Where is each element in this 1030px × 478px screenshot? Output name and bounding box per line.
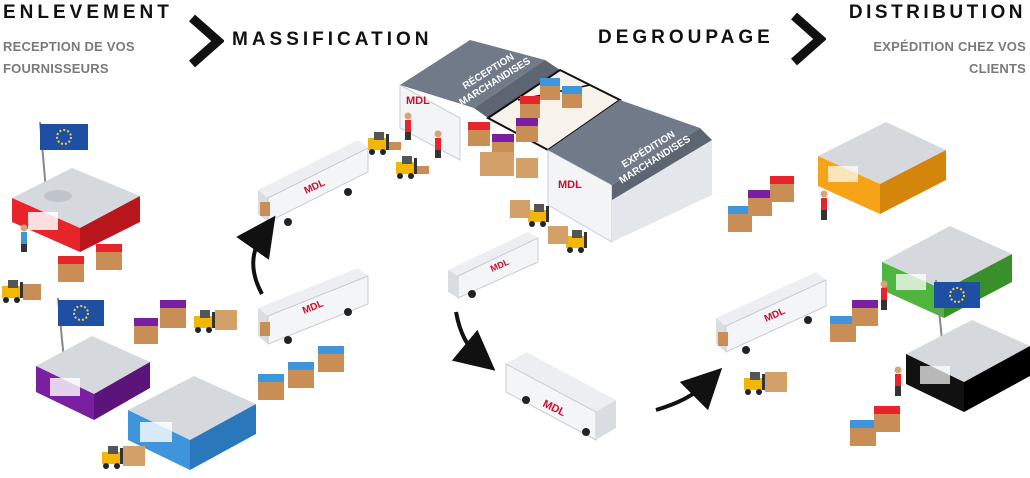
supplier-warehouse-purple bbox=[36, 297, 150, 420]
forklift-icon bbox=[744, 372, 787, 395]
truck: MDL bbox=[258, 140, 369, 226]
hub-worker bbox=[434, 130, 442, 158]
hub-left-wall-front bbox=[399, 84, 461, 161]
flow-arrow-icon bbox=[236, 215, 276, 295]
hub-logo: MDL bbox=[406, 95, 430, 107]
pallet bbox=[874, 406, 900, 432]
hub-warehouse: RÉCEPTIONMARCHANDISES MDL EXPÉDITIONMARC… bbox=[399, 40, 712, 243]
worker bbox=[894, 366, 902, 396]
worker bbox=[20, 224, 28, 252]
truck: MDL bbox=[258, 268, 369, 345]
flow-arrow-icon bbox=[655, 367, 723, 412]
stage-title-degroupage: DEGROUPAGE bbox=[598, 27, 774, 48]
pallet bbox=[318, 346, 344, 372]
hub-logo: MDL bbox=[558, 179, 582, 191]
hub-right-roof bbox=[548, 100, 700, 185]
hub-left-roof-face bbox=[474, 60, 560, 118]
eu-flag-icon bbox=[40, 124, 88, 150]
forklift-icon bbox=[368, 132, 401, 155]
pallet bbox=[96, 244, 122, 270]
pallet bbox=[258, 374, 284, 400]
stage-subtitle-line: EXPÉDITION CHEZ VOS bbox=[873, 39, 1026, 54]
eu-flag-icon bbox=[934, 282, 980, 308]
truck: MDL bbox=[505, 352, 616, 441]
hub-pallets bbox=[468, 78, 582, 178]
pallet bbox=[852, 300, 878, 326]
flow-arrow-icon bbox=[451, 311, 496, 371]
stage-title-massification: MASSIFICATION bbox=[232, 29, 433, 50]
supplier-warehouse-blue bbox=[128, 376, 256, 470]
forklift-icon bbox=[396, 156, 429, 179]
pallet bbox=[510, 200, 530, 218]
pallet bbox=[850, 420, 876, 446]
pallet bbox=[58, 256, 84, 282]
stage-subtitle-line: RECEPTION DE VOS bbox=[3, 39, 135, 54]
stage-title-distribution: DISTRIBUTION bbox=[848, 2, 1026, 23]
pallet bbox=[748, 190, 772, 216]
forklift-icon bbox=[102, 446, 145, 469]
hub-right-roof-face bbox=[612, 128, 712, 200]
stage-subtitle-line: FOURNISSEURS bbox=[3, 61, 109, 76]
pallet bbox=[728, 206, 752, 232]
stage-subtitle-enlevement: RECEPTION DE VOS FOURNISSEURS bbox=[3, 36, 135, 80]
forklift-icon bbox=[566, 230, 587, 253]
pallet bbox=[134, 318, 158, 344]
client-warehouse-orange bbox=[818, 122, 946, 214]
hub-worker bbox=[404, 112, 412, 140]
worker bbox=[820, 190, 828, 220]
hub-right-wall-side bbox=[612, 140, 712, 242]
pallet bbox=[548, 226, 568, 244]
forklift-icon bbox=[194, 310, 237, 333]
pallet bbox=[160, 300, 186, 328]
stage-subtitle-line: CLIENTS bbox=[968, 61, 1026, 76]
forklift-icon bbox=[528, 204, 549, 227]
chevron-right-icon bbox=[791, 12, 826, 66]
truck: MDL bbox=[716, 272, 827, 354]
truck: MDL bbox=[448, 232, 539, 299]
worker bbox=[880, 280, 888, 310]
supplier-warehouse-red bbox=[12, 121, 140, 252]
stage-subtitle-distribution: EXPÉDITION CHEZ VOS CLIENTS bbox=[873, 36, 1026, 80]
pallet bbox=[770, 176, 794, 202]
stage-title-enlevement: ENLEVEMENT bbox=[3, 2, 173, 23]
eu-flag-icon bbox=[58, 300, 104, 326]
forklift-icon bbox=[2, 280, 41, 303]
pallet bbox=[830, 316, 856, 342]
client-warehouse-black bbox=[906, 279, 1030, 412]
pallet bbox=[288, 362, 314, 388]
hub-left-roof bbox=[400, 40, 545, 108]
chevron-right-icon bbox=[189, 14, 224, 68]
